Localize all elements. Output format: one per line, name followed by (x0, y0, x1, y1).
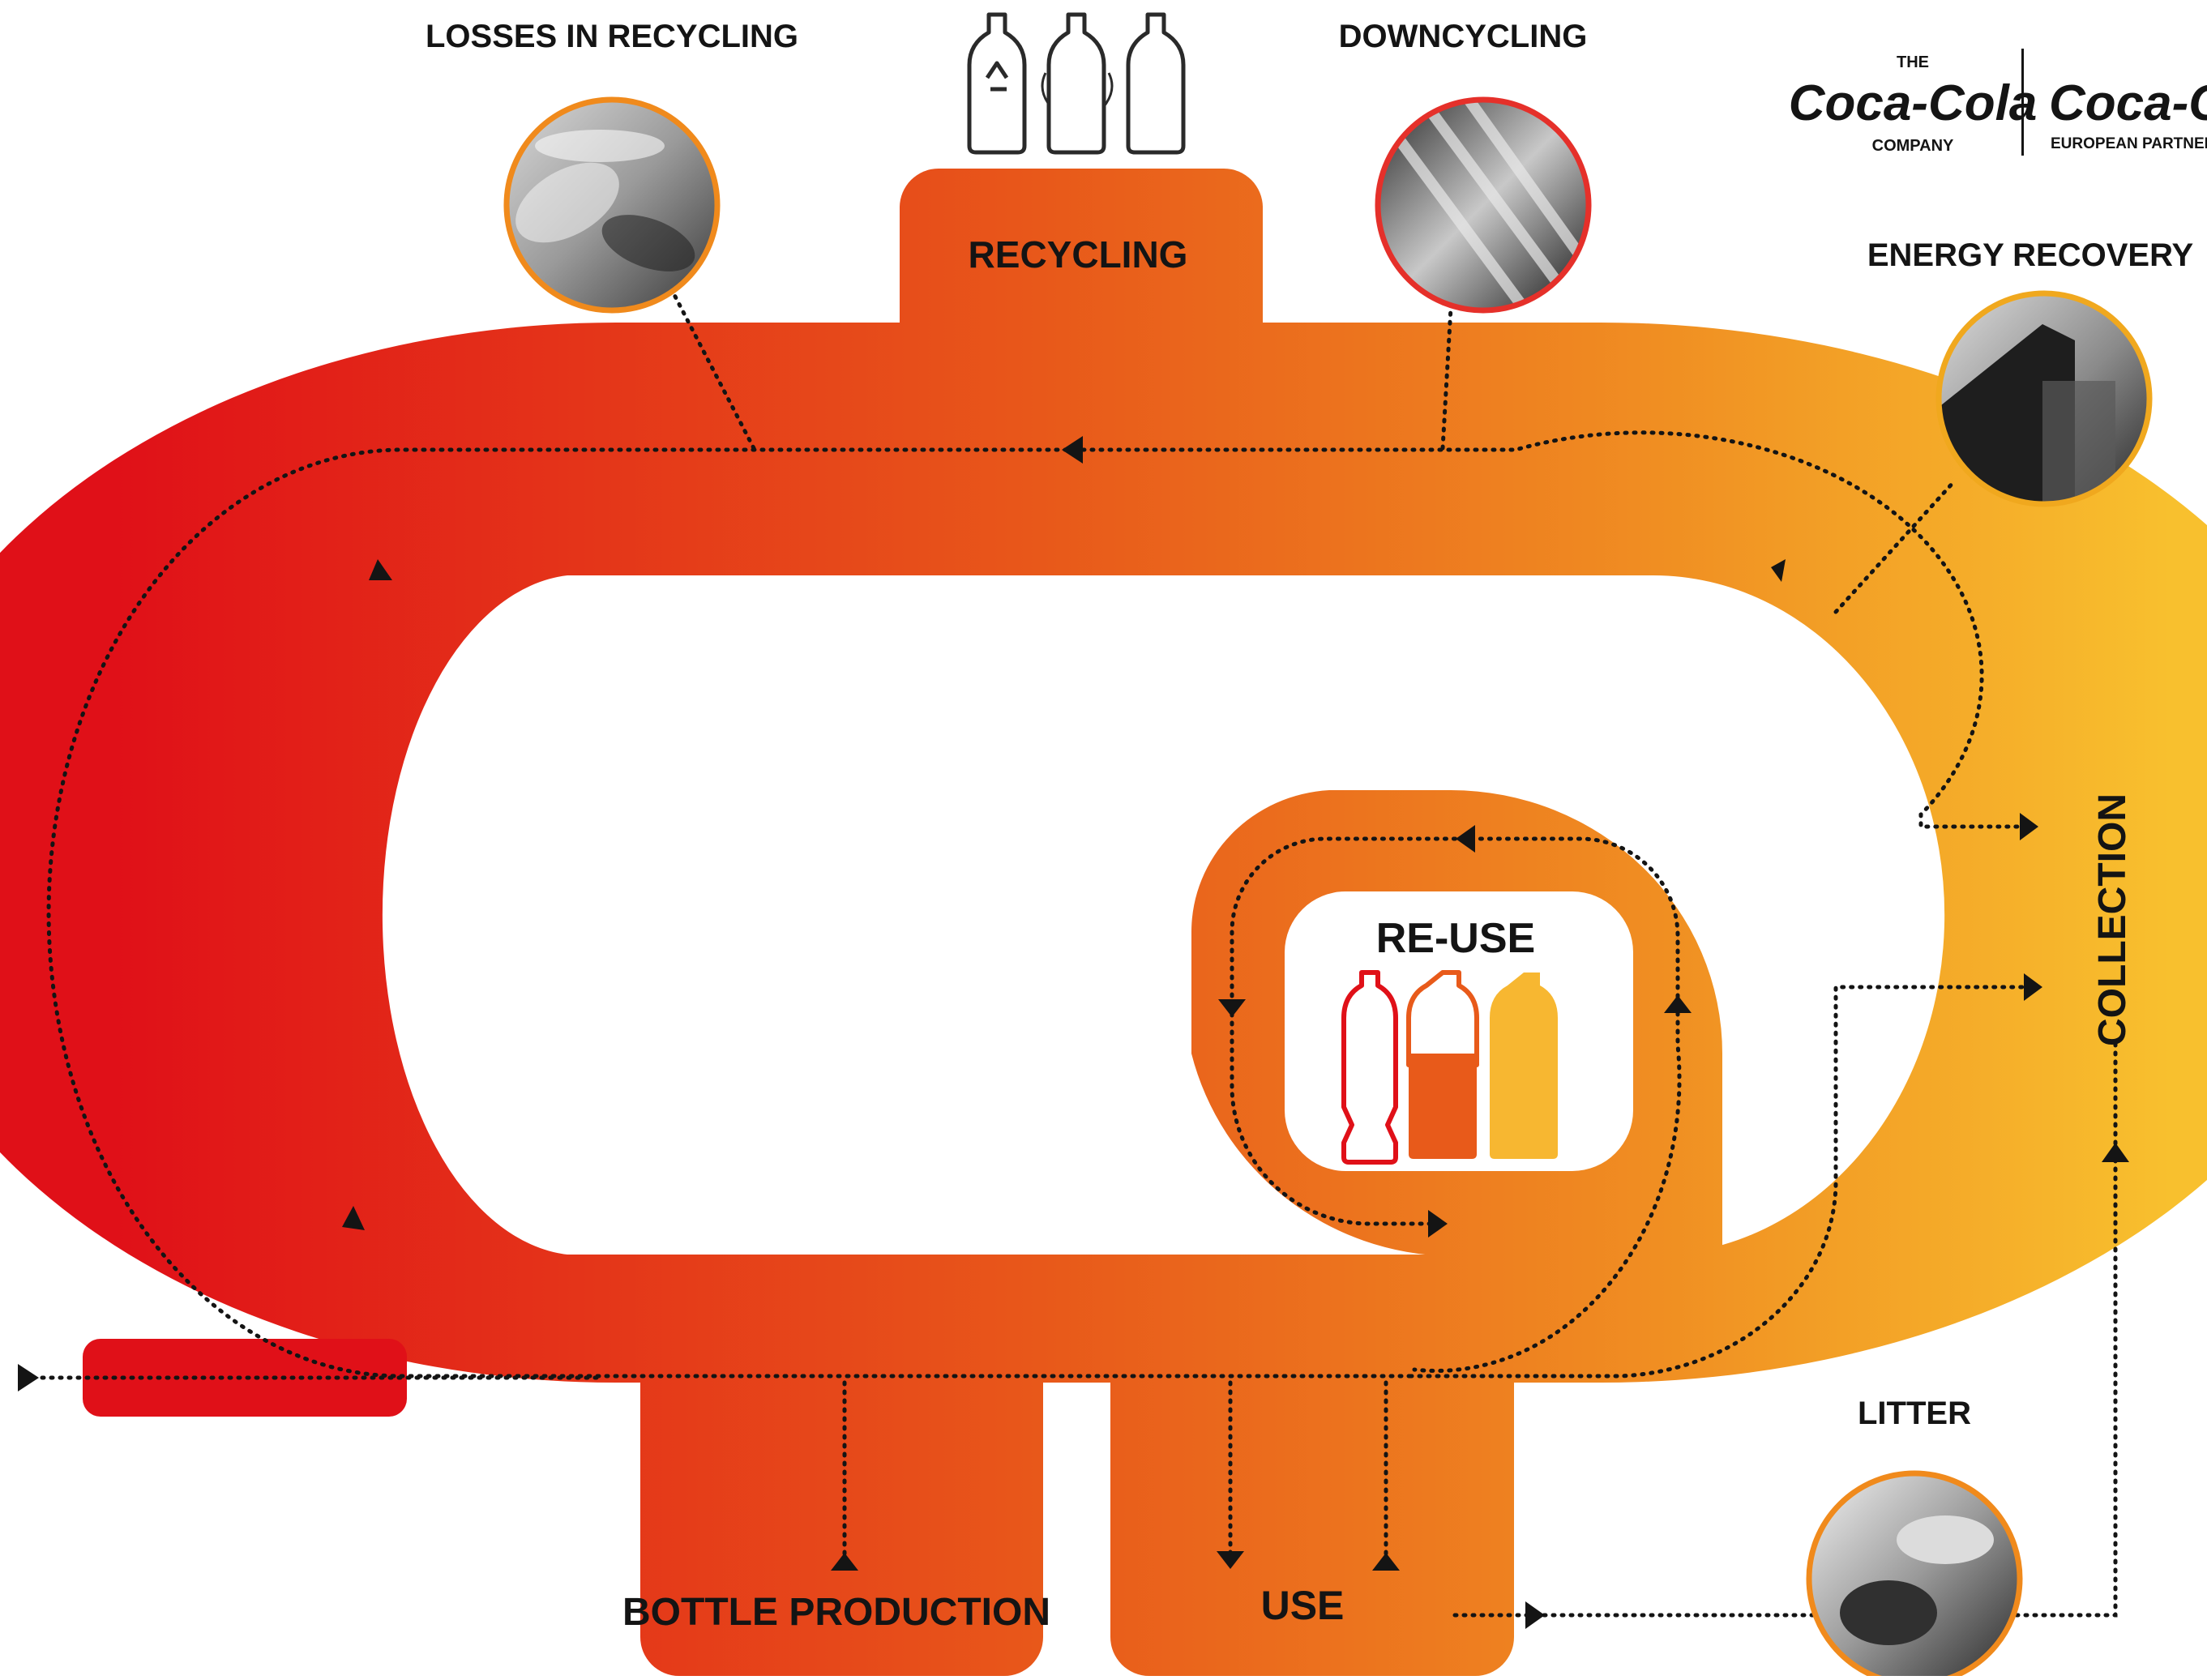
downcycling-label: DOWNCYCLING (1339, 19, 1588, 54)
re-use-label: RE-USE (1376, 915, 1535, 962)
energy-recovery-label: ENERGY RECOVERY (1867, 237, 2194, 273)
litter-label: LITTER (1858, 1396, 1971, 1431)
losses-in-recycling-photo (503, 96, 721, 314)
logo-divider (2021, 49, 2024, 156)
loop-track (0, 169, 2207, 1676)
losses-in-recycling-label: LOSSES IN RECYCLING (426, 19, 798, 54)
flow-arrows (18, 436, 2129, 1629)
svg-text:Coca-Cola: Coca-Cola (1789, 75, 2038, 131)
reuse-bottles-icon (1341, 970, 1558, 1165)
svg-text:COMPANY: COMPANY (1872, 137, 1954, 155)
recycling-label: RECYCLING (969, 233, 1188, 276)
use-label: USE (1261, 1583, 1345, 1628)
input-stub (83, 1339, 407, 1417)
bottle-production-label: BOTTLE PRODUCTION (622, 1591, 1050, 1634)
recycle-bottles-icon (967, 12, 1186, 155)
svg-text:THE: THE (1897, 53, 1929, 71)
downcycling-photo (1375, 96, 1592, 314)
energy-recovery-photo (1935, 290, 2153, 507)
coca-cola-company-logo: THE Coca-Cola COMPANY (1789, 53, 2038, 155)
reuse-loop (1191, 790, 1722, 1256)
collection-label: COLLECTION (2091, 793, 2134, 1046)
svg-text:Coca-Cola: Coca-Cola (2049, 75, 2207, 131)
svg-text:EUROPEAN PARTNERS: EUROPEAN PARTNERS (2051, 135, 2207, 152)
litter-photo (1806, 1470, 2023, 1680)
coca-cola-european-partners-logo: Coca-Cola EUROPEAN PARTNERS (2049, 75, 2207, 152)
flow-lines (22, 289, 2118, 1618)
